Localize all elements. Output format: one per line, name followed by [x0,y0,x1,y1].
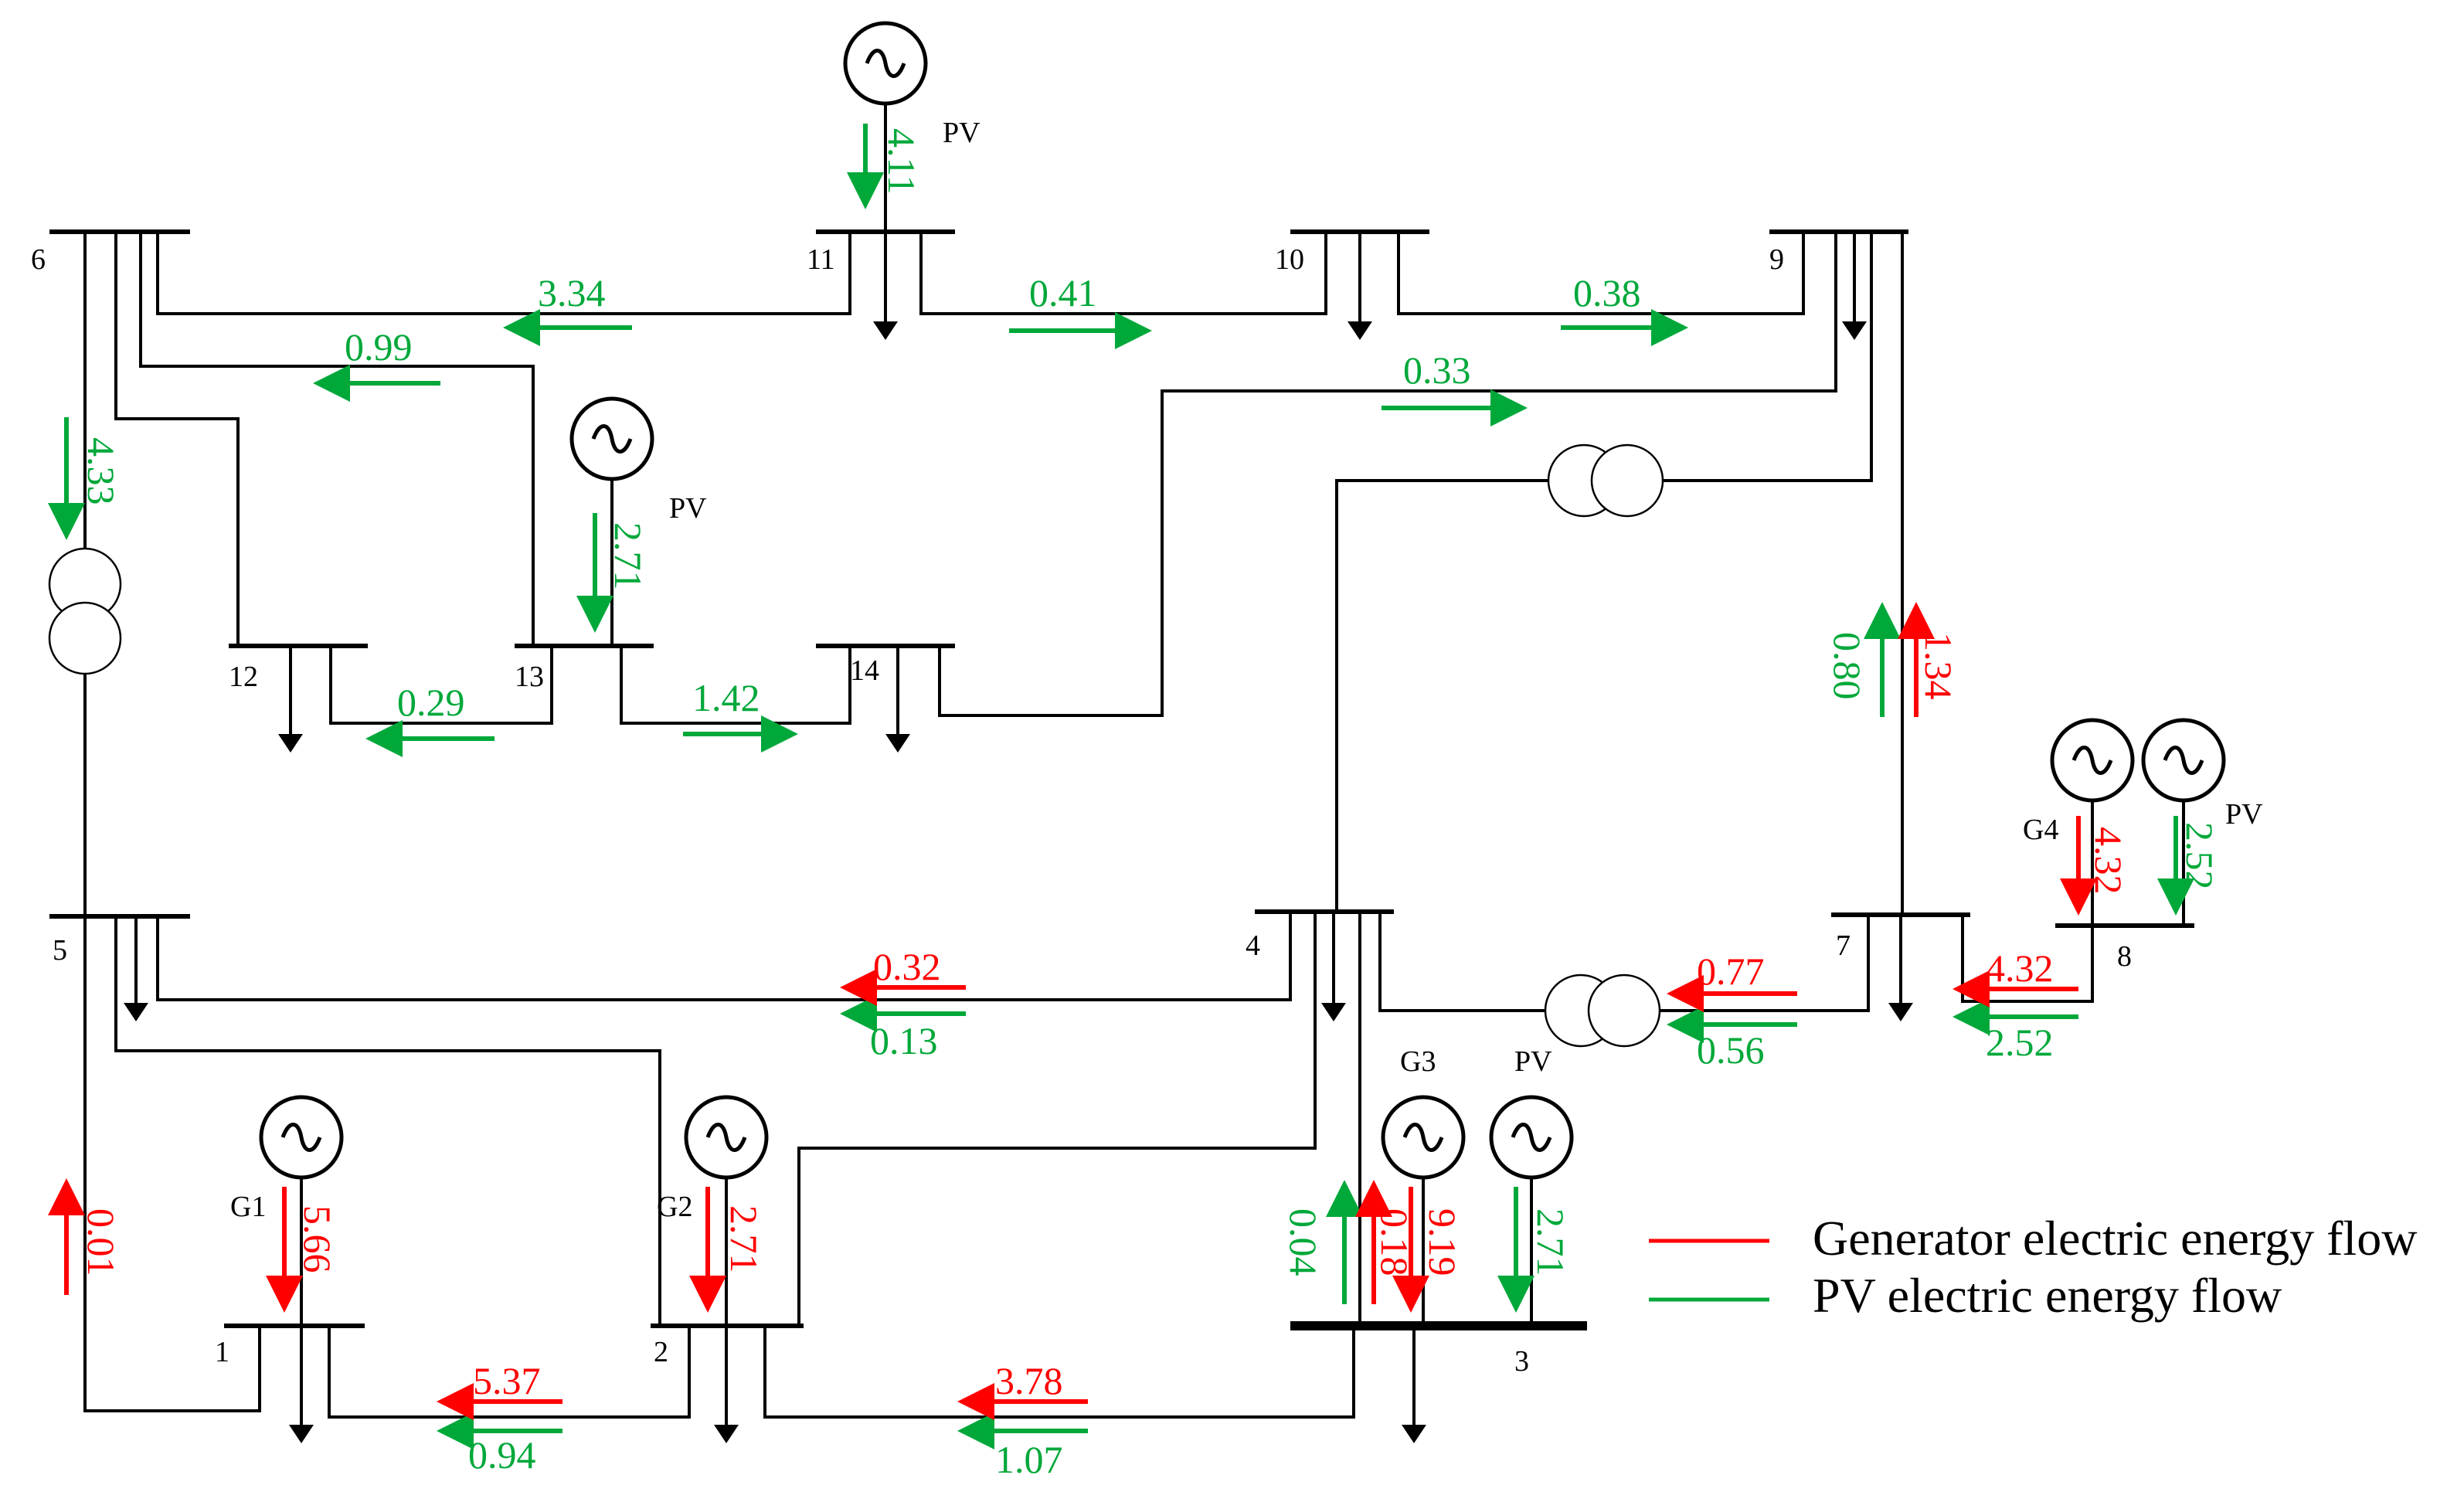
flow-value-gen: 1.34 [1917,632,1960,700]
transformer-icon [1547,443,1664,518]
flow-value-pv: 0.13 [870,1019,938,1062]
flow-value-gen: 3.78 [995,1359,1063,1402]
flow-value-gen: 4.32 [2087,827,2130,895]
flow-value-pv: 2.71 [1529,1208,1572,1276]
legend: Generator electric energy flow PV electr… [1649,1211,2417,1323]
line-7-8 [1961,915,2094,1003]
line-1-2 [328,1326,691,1419]
bus-label-6: 6 [31,243,46,276]
flow-value-gen: 0.77 [1697,950,1765,993]
transmission-lines [83,232,2094,1419]
line-4-7-left [1378,912,1547,1012]
flow-value-gen: 2.71 [722,1205,766,1273]
flow-values-vertical: 4.11 4.33 2.71 0.80 1.34 4.32 2.52 0.01 … [80,128,2221,1276]
generator-g2-icon [684,1095,769,1326]
line-13-14 [620,646,851,725]
pv-flow-arrows [48,124,2194,1449]
loads [124,232,1913,1443]
bus-label-11: 11 [807,243,835,276]
flow-value-pv: 2.71 [607,522,650,590]
bus-label-4: 4 [1246,929,1260,962]
bus-labels: 6 11 10 9 12 13 14 5 4 7 8 1 2 3 [31,243,2132,1378]
bus-label-3: 3 [1514,1345,1529,1378]
bus-label-10: 10 [1275,243,1304,276]
bus-label-14: 14 [850,654,879,687]
line-5-2 [114,916,661,1326]
line-11-10 [919,232,1327,315]
line-12-13 [329,646,553,725]
flow-value-gen: 5.37 [473,1359,541,1402]
line-6-13 [139,232,535,646]
transformer-icon [1544,974,1661,1048]
generator-g3-icon [1381,1095,1466,1326]
flow-value-pv: 0.38 [1573,271,1641,314]
line-6-11 [156,232,851,315]
flow-value-pv: 0.99 [345,325,413,369]
line-9-4-transformer [1658,232,1873,482]
source-label-pv8: PV [2225,798,2263,831]
flow-value-pv: 0.04 [1282,1208,1325,1276]
flow-value-gen: 0.32 [873,945,941,988]
transformers [48,443,1664,1048]
line-5-1 [83,916,261,1412]
generator-pv8-icon [2141,718,2226,926]
bus-label-13: 13 [515,661,544,693]
source-labels: PV PV G4 PV G1 G2 G3 PV [230,117,2263,1223]
line-9-4-lower [1335,479,1553,912]
source-label-g4: G4 [2023,814,2058,846]
generator-g4-icon [2050,718,2135,926]
flow-value-pv: 0.33 [1403,348,1471,392]
generator-pv11-icon [843,21,928,232]
line-4-2 [797,912,1317,1326]
bus-label-2: 2 [654,1336,668,1368]
bus-label-12: 12 [229,661,258,693]
line-4-5 [156,912,1292,1001]
transformer-icon [48,547,122,675]
line-14-9 [938,232,1837,717]
bus-label-9: 9 [1769,243,1784,276]
flow-value-pv: 4.11 [880,128,923,195]
flow-value-pv: 0.56 [1697,1028,1765,1072]
line-6-12 [114,232,240,646]
source-label-g2: G2 [657,1191,692,1223]
bus-label-5: 5 [53,934,67,967]
bus-label-1: 1 [215,1336,229,1368]
flow-value-pv: 1.42 [692,676,760,719]
sources [259,21,2226,1326]
bus-label-7: 7 [1836,929,1851,962]
flow-value-gen: 0.01 [80,1208,123,1276]
flow-value-pv: 0.29 [397,681,465,724]
legend-pv-label: PV electric energy flow [1813,1268,2282,1323]
bus-label-8: 8 [2117,940,2132,973]
generator-flow-arrows [48,602,2097,1420]
source-label-pv11: PV [943,117,981,149]
flow-value-gen: 5.66 [296,1205,339,1273]
flow-value-pv: 3.34 [538,271,606,314]
flow-value-pv: 2.52 [1986,1021,2054,1064]
source-label-pv3: PV [1514,1045,1552,1078]
source-label-g1: G1 [230,1191,266,1223]
flow-value-gen: 0.18 [1373,1208,1416,1276]
source-label-pv13: PV [669,492,707,525]
flow-value-pv: 0.80 [1826,632,1869,700]
line-10-9 [1397,232,1805,315]
line-4-7-right [1658,915,1870,1012]
flow-value-pv: 1.07 [995,1438,1063,1481]
flow-value-pv: 0.94 [468,1433,536,1477]
flow-value-gen: 9.19 [1421,1208,1464,1276]
legend-generator-label: Generator electric energy flow [1813,1211,2417,1266]
line-2-3 [763,1326,1355,1419]
flow-value-pv: 0.41 [1029,271,1097,314]
flow-value-pv: 4.33 [80,437,123,505]
source-label-g3: G3 [1400,1045,1436,1078]
flow-value-gen: 4.32 [1986,946,2054,990]
flow-value-pv: 2.52 [2178,822,2221,890]
flow-values: 3.34 0.41 0.38 0.99 0.33 0.29 1.42 0.32 … [345,271,2054,1481]
